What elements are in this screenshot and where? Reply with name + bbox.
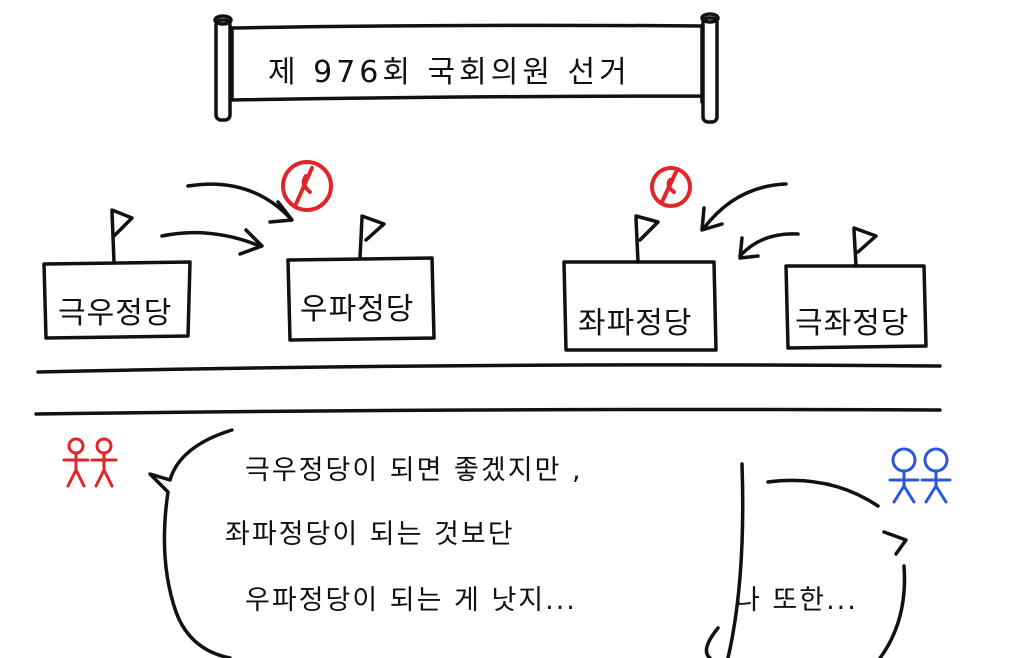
banner-title: 제 976회 국회의원 선거 [268, 55, 631, 90]
speech-right-text: 나 또한... [735, 585, 858, 616]
voter-group-right-wing [62, 437, 118, 488]
flag-icon [852, 226, 878, 268]
speech-bubble-left [148, 428, 745, 658]
flag-icon [634, 214, 660, 264]
party-label-right: 우파정당 [300, 292, 415, 327]
voter-group-left-wing [888, 447, 952, 504]
floor-line [36, 363, 942, 374]
banner-pole-left [214, 18, 232, 122]
banner-cloth [230, 23, 704, 104]
arrow-far-left-to-left-upper [702, 182, 788, 230]
vote-marks [281, 160, 692, 212]
arrow-far-left-to-left-lower [738, 232, 800, 258]
stick-figure-icon [62, 437, 90, 488]
banner-pole-right-cap [700, 12, 720, 24]
banner-pole-left-cap [213, 14, 233, 26]
speech-left-line: 좌파정당이 되는 것보단 [225, 519, 515, 550]
flag-icon [358, 214, 386, 260]
party-box-left [562, 260, 718, 352]
vote-stamp-icon [281, 160, 333, 212]
flag-icon [110, 208, 134, 264]
vote-stamp-icon [650, 166, 692, 208]
party-label-far-left: 극좌정당 [795, 306, 910, 341]
speech-left-line: 극우정당이 되면 좋겠지만 , [245, 455, 583, 486]
divider-line [34, 407, 942, 416]
banner [213, 12, 720, 124]
stick-figure-icon [90, 437, 118, 488]
party-label-far-right: 극우정당 [58, 296, 173, 331]
party-box-far-right [42, 260, 192, 340]
party-box-far-left [784, 264, 928, 350]
banner-pole-right [701, 16, 719, 124]
party-boxes [42, 256, 928, 352]
arrow-far-right-to-right-upper [186, 182, 292, 220]
speech-bubble-right [704, 478, 908, 658]
arrow-far-right-to-right-lower [160, 230, 262, 248]
speech-left-line: 우파정당이 되는 게 낫지... [245, 585, 577, 616]
party-box-right [286, 256, 436, 342]
arrows [160, 182, 800, 260]
party-label-left: 좌파정당 [578, 306, 693, 341]
stick-figure-icon [920, 447, 952, 504]
stick-figure-icon [888, 447, 920, 504]
flags [110, 208, 878, 268]
